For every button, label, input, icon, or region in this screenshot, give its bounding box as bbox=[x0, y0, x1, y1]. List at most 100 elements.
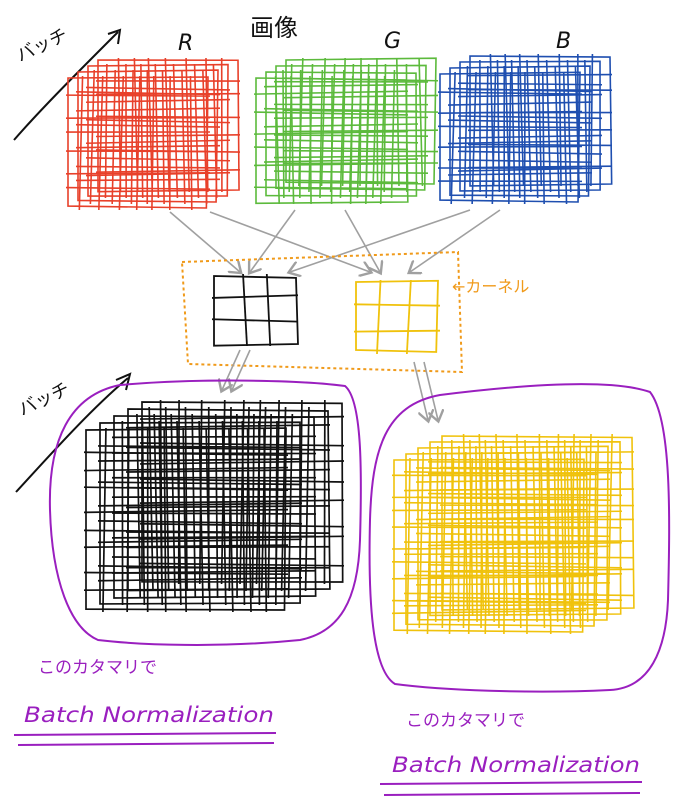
out-yellow-layer-1 bbox=[403, 451, 599, 629]
out-yellow-layer-3-border bbox=[429, 441, 622, 617]
out-yellow-layer-1-vline bbox=[497, 451, 500, 629]
out-yellow-layer-1-hline bbox=[403, 592, 599, 595]
out-yellow-layer-0-vline bbox=[467, 457, 474, 635]
channel-r-grid-stack bbox=[65, 57, 241, 211]
blue-grid-layer-1-border bbox=[449, 65, 591, 197]
channel-label-g: G bbox=[384, 29, 401, 54]
out-yellow-layer-3-hline bbox=[427, 596, 623, 601]
blue-grid-layer-3-vline bbox=[537, 53, 543, 187]
out-black-layer-2-vline bbox=[287, 413, 294, 599]
out-black-layer-2-hline bbox=[111, 535, 317, 539]
out-yellow-layer-3-hline bbox=[427, 492, 623, 497]
out-yellow-layer-4-hline bbox=[439, 555, 635, 559]
out-black-layer-1-vline bbox=[141, 420, 146, 606]
blue-grid-layer-2-vline bbox=[545, 59, 552, 193]
group-outline-right bbox=[368, 383, 671, 693]
channel-to-kernel-arrows bbox=[169, 209, 501, 272]
green-grid-layer-0-hline bbox=[253, 162, 409, 167]
out-black-layer-3-vline bbox=[280, 406, 287, 592]
blue-grid-layer-2-hline bbox=[457, 115, 603, 120]
green-grid-layer-0 bbox=[253, 75, 409, 205]
red-grid-layer-3-hline bbox=[95, 134, 241, 138]
red-grid-layer-2-vline bbox=[193, 63, 200, 199]
out-yellow-layer-1-hline bbox=[403, 603, 599, 607]
out-yellow-layer-0-vline bbox=[525, 457, 528, 635]
out-black-layer-2-vline bbox=[251, 413, 255, 599]
out-black-layer-0 bbox=[83, 427, 289, 613]
blue-grid-layer-1-hline bbox=[447, 87, 593, 93]
red-grid-layer-3 bbox=[95, 57, 241, 193]
output-map-yellow bbox=[391, 433, 635, 635]
red-grid-layer-0-border bbox=[67, 76, 209, 209]
blue-grid-layer-0-hline bbox=[437, 110, 583, 115]
red-grid-layer-2-hline bbox=[85, 98, 231, 104]
out-yellow-layer-4-hline bbox=[439, 568, 635, 572]
out-black-layer-0-vline bbox=[228, 427, 234, 613]
batch-arrow-bottom bbox=[15, 372, 132, 493]
bn-right-underline-2 bbox=[383, 792, 641, 796]
out-yellow-layer-4-border bbox=[441, 435, 635, 611]
green-grid-layer-3-vline bbox=[395, 57, 400, 187]
out-black-layer-2-vline bbox=[267, 413, 272, 599]
kernel-black-hline bbox=[211, 294, 299, 299]
out-black-layer-1-vline bbox=[158, 420, 164, 606]
green-grid-layer-1-hline bbox=[263, 158, 419, 163]
out-yellow-layer-1-vline bbox=[462, 451, 467, 629]
kernel-yellow-vline bbox=[405, 279, 412, 355]
out-yellow-layer-0-hline bbox=[391, 599, 587, 605]
out-black-layer-3-vline bbox=[304, 406, 310, 592]
out-yellow-layer-2-hline bbox=[415, 570, 611, 575]
out-yellow-layer-1-vline bbox=[540, 451, 546, 629]
out-black-layer-0-hline bbox=[83, 451, 289, 457]
out-yellow-layer-0-hline bbox=[391, 575, 587, 580]
out-black-layer-0-hline bbox=[83, 571, 289, 576]
red-grid-layer-0-hline bbox=[65, 94, 211, 97]
out-black-layer-4-hline bbox=[139, 499, 345, 505]
out-yellow-layer-2-vline bbox=[585, 445, 589, 623]
out-yellow-layer-1-vline bbox=[575, 451, 582, 629]
batch-label-bottom: バッチ bbox=[15, 379, 73, 421]
out-yellow-layer-1-hline bbox=[403, 501, 599, 506]
red-grid-layer-0-hline bbox=[65, 171, 211, 175]
blue-grid-layer-3-hline bbox=[467, 73, 613, 77]
out-yellow-layer-3-hline bbox=[427, 510, 623, 515]
blue-grid-layer-0-vline bbox=[508, 71, 512, 205]
green-grid-layer-1-vline bbox=[339, 69, 345, 199]
red-grid-layer-0 bbox=[65, 75, 211, 211]
out-black-layer-1-hline bbox=[97, 538, 303, 544]
out-black-layer-2-vline bbox=[191, 413, 197, 599]
kernel-yellow-grid bbox=[353, 279, 441, 355]
red-grid-layer-2-vline bbox=[154, 63, 160, 199]
red-grid-layer-3-vline bbox=[185, 57, 191, 193]
out-yellow-layer-2-hline bbox=[415, 582, 611, 586]
green-grid-layer-0-vline bbox=[365, 75, 370, 205]
kernel-to-output-arrows bbox=[222, 349, 438, 420]
red-grid-layer-2-hline bbox=[85, 118, 231, 124]
out-black-layer-4-hline bbox=[139, 562, 345, 567]
red-grid-layer-1-hline bbox=[75, 90, 221, 96]
red-grid-layer-2-vline bbox=[140, 63, 144, 199]
kernel-yellow-hline bbox=[353, 329, 441, 333]
green-grid-layer-0-border bbox=[255, 77, 409, 205]
blue-grid-layer-2-hline bbox=[457, 93, 603, 98]
green-grid-layer-1-vline bbox=[390, 69, 396, 199]
blue-grid-layer-1-vline bbox=[533, 65, 539, 199]
green-grid-layer-0-hline bbox=[253, 90, 409, 95]
out-yellow-layer-0-hline bbox=[391, 509, 587, 512]
kernel-black-vline bbox=[242, 273, 248, 347]
out-black-layer-2-hline bbox=[111, 512, 317, 515]
green-grid-layer-3-vline bbox=[418, 57, 424, 187]
out-yellow-layer-0-border bbox=[393, 458, 585, 633]
out-black-layer-0-border bbox=[85, 427, 287, 611]
out-yellow-layer-1-hline bbox=[403, 471, 599, 476]
blue-grid-layer-0-border bbox=[439, 71, 581, 203]
kernel-yellow-border bbox=[355, 279, 439, 353]
channel-b-grid-stack bbox=[437, 53, 613, 205]
out-black-layer-0-vline bbox=[126, 427, 130, 613]
out-black-layer-1-vline bbox=[176, 420, 182, 606]
out-black-layer-1-hline bbox=[97, 502, 303, 507]
red-grid-layer-1-hline bbox=[75, 107, 221, 112]
out-yellow-layer-2-vline bbox=[509, 445, 516, 623]
out-black-layer-0-vline bbox=[246, 427, 252, 613]
out-black-layer-1-hline bbox=[97, 445, 303, 449]
